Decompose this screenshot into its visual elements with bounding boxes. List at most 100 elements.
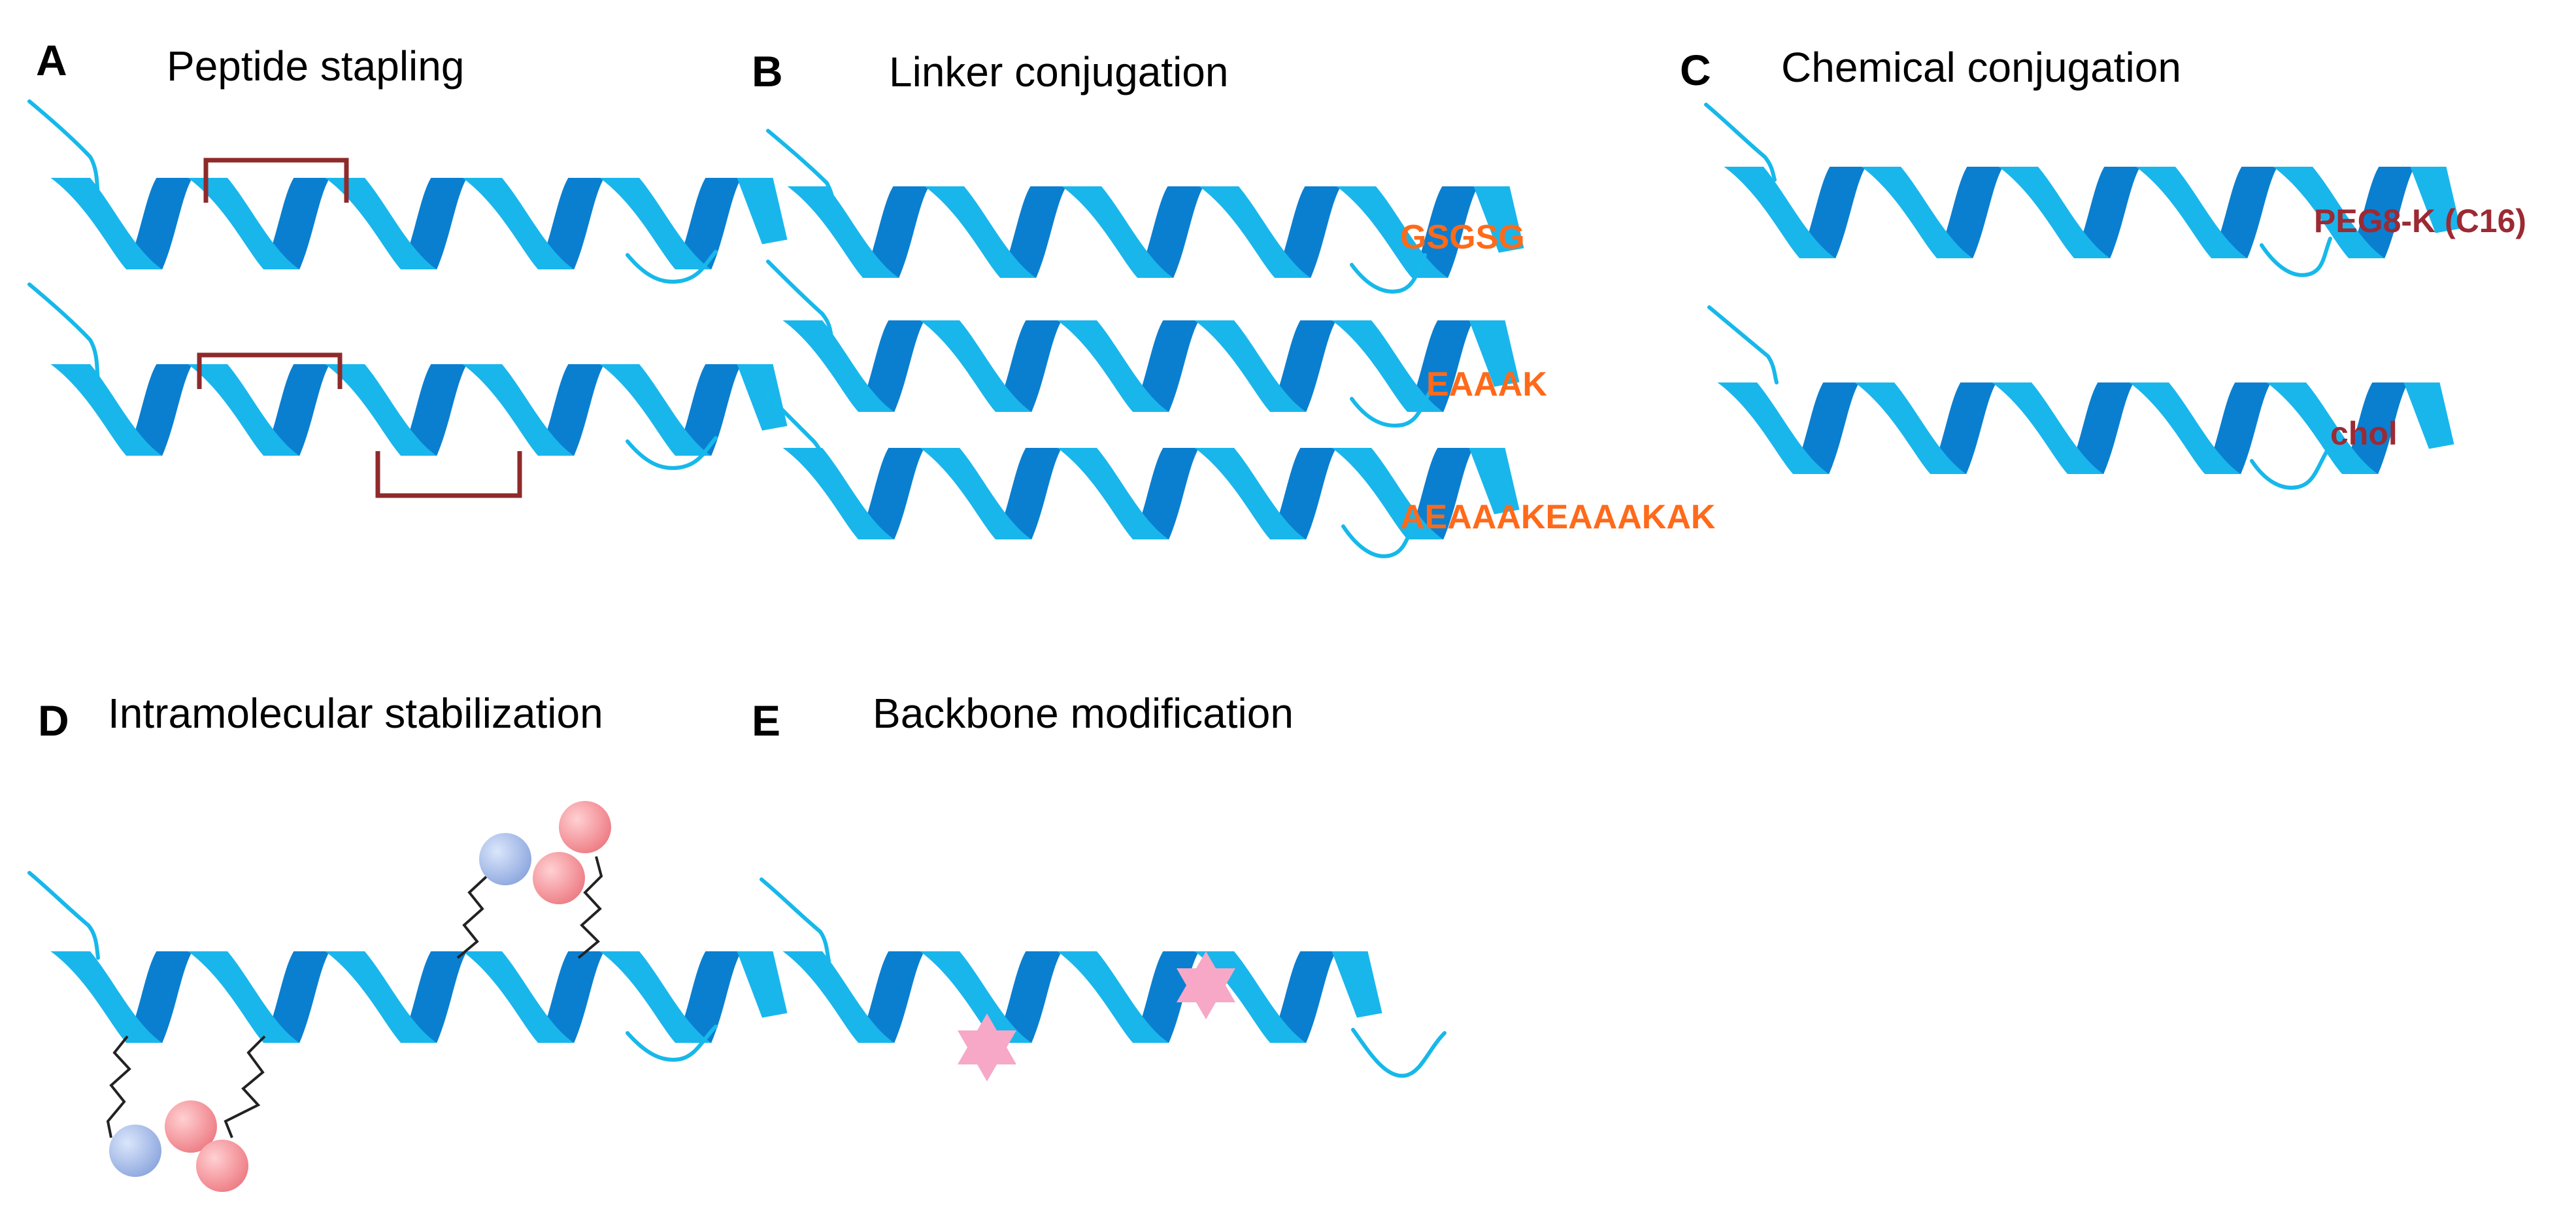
helix-back-strand <box>2342 382 2409 474</box>
crosslink-upper-2 <box>577 856 603 959</box>
helix-front-strand <box>1854 382 1967 474</box>
helix-front-strand <box>599 364 712 456</box>
linker-label-eaaak: EAAAK <box>1426 365 1547 403</box>
modified-residue-star-2 <box>1177 951 1235 1019</box>
helix-back-strand <box>263 364 330 456</box>
helix-front-strand <box>599 178 712 269</box>
helix-front-strand <box>1717 382 1830 474</box>
helix-back-strand <box>1407 320 1474 412</box>
helix-front-strand <box>787 186 899 278</box>
helix-back-strand <box>1000 186 1067 278</box>
helix-end-cap <box>1331 951 1382 1018</box>
helix-front-strand <box>1194 320 1307 412</box>
helix-back-strand <box>538 178 605 269</box>
helix-back-strand <box>2211 167 2278 258</box>
helix-back-strand <box>2074 167 2141 258</box>
helix-front-strand <box>920 320 1032 412</box>
helix-back-strand <box>263 951 330 1043</box>
helix-end-cap <box>737 364 788 431</box>
helix-front-strand <box>1194 448 1307 539</box>
helix-back-strand <box>675 951 742 1043</box>
sphere-red-lower-2 <box>196 1140 248 1192</box>
helix-front-strand <box>462 178 575 269</box>
panel-c-helix-1 <box>1704 103 2461 277</box>
helix-front-strand <box>1998 167 2111 258</box>
conjugate-label-chol: chol <box>2330 415 2398 452</box>
helix-end-cap <box>2410 167 2461 233</box>
helix-front-strand <box>920 448 1032 539</box>
panel-c-letter: C <box>1680 46 1711 94</box>
helix-back-strand <box>995 320 1062 412</box>
helix-front-strand <box>1861 167 1973 258</box>
sphere-red-lower-1 <box>165 1100 217 1153</box>
helix-end-cap <box>737 178 788 245</box>
helix-front-strand <box>188 178 300 269</box>
conjugate-label-peg: PEG8-K (C16) <box>2314 203 2526 239</box>
helix-front-strand <box>188 364 300 456</box>
helix-front-strand <box>1992 382 2104 474</box>
helix-front-strand <box>782 951 895 1043</box>
helix-back-strand <box>1133 320 1199 412</box>
helix-back-strand <box>126 364 193 456</box>
linker-label-gsgsg: GSGSG <box>1400 218 1525 256</box>
sphere-red-upper-2 <box>559 801 611 853</box>
panel-a-helix-2 <box>27 282 788 470</box>
panel-b-title: Linker conjugation <box>889 48 1228 95</box>
helix-back-strand <box>1937 167 2003 258</box>
helix-front-strand <box>1057 951 1169 1043</box>
helix-back-strand <box>2349 167 2415 258</box>
helix-back-strand <box>1407 448 1474 539</box>
helix-front-strand <box>1057 448 1169 539</box>
helix-back-strand <box>401 364 467 456</box>
helix-back-strand <box>675 364 742 456</box>
helix-front-strand <box>2266 382 2379 474</box>
panel-d-letter: D <box>38 696 69 745</box>
helix-back-strand <box>863 186 929 278</box>
helix-front-strand <box>1331 320 1444 412</box>
helix-front-strand <box>325 178 437 269</box>
helix-end-cap <box>1469 320 1520 387</box>
helix-front-strand <box>1331 448 1444 539</box>
helix-back-strand <box>538 364 605 456</box>
helix-back-strand <box>1930 382 1997 474</box>
helix-front-strand <box>782 320 895 412</box>
helix-back-strand <box>858 448 925 539</box>
helix-end-cap <box>2403 382 2454 449</box>
crosslink-lower-2 <box>224 1035 266 1138</box>
panel-a-letter: A <box>36 36 67 84</box>
helix-back-strand <box>1270 448 1337 539</box>
helix-front-strand <box>1199 186 1311 278</box>
helix-front-strand <box>924 186 1037 278</box>
helix-front-strand <box>1062 186 1174 278</box>
panel-d-title: Intramolecular stabilization <box>108 690 603 737</box>
panel-d-helix <box>27 871 788 1062</box>
helix-back-strand <box>126 951 193 1043</box>
helix-back-strand <box>858 320 925 412</box>
helix-front-strand <box>462 951 575 1043</box>
panel-b-helix-1 <box>766 129 1524 294</box>
helix-front-strand <box>1057 320 1169 412</box>
staple-bridge-2 <box>197 352 343 389</box>
helix-front-strand <box>599 951 712 1043</box>
helix-front-strand <box>50 364 163 456</box>
helix-back-strand <box>401 178 467 269</box>
helix-back-strand <box>1793 382 1860 474</box>
sphere-blue-lower <box>109 1125 161 1177</box>
helix-back-strand <box>2067 382 2134 474</box>
helix-back-strand <box>1133 448 1199 539</box>
helix-front-strand <box>2135 167 2248 258</box>
helix-front-strand <box>188 951 300 1043</box>
helix-front-strand <box>325 951 437 1043</box>
crosslink-lower-1 <box>106 1035 131 1138</box>
helix-back-strand <box>1270 951 1337 1043</box>
panel-c-helix-2 <box>1707 305 2454 490</box>
helix-back-strand <box>1270 320 1337 412</box>
helix-back-strand <box>1275 186 1341 278</box>
helix-front-strand <box>1336 186 1448 278</box>
helix-back-strand <box>995 448 1062 539</box>
helix-end-cap <box>1473 186 1524 253</box>
helix-back-strand <box>126 178 193 269</box>
sphere-blue-upper <box>479 833 531 885</box>
